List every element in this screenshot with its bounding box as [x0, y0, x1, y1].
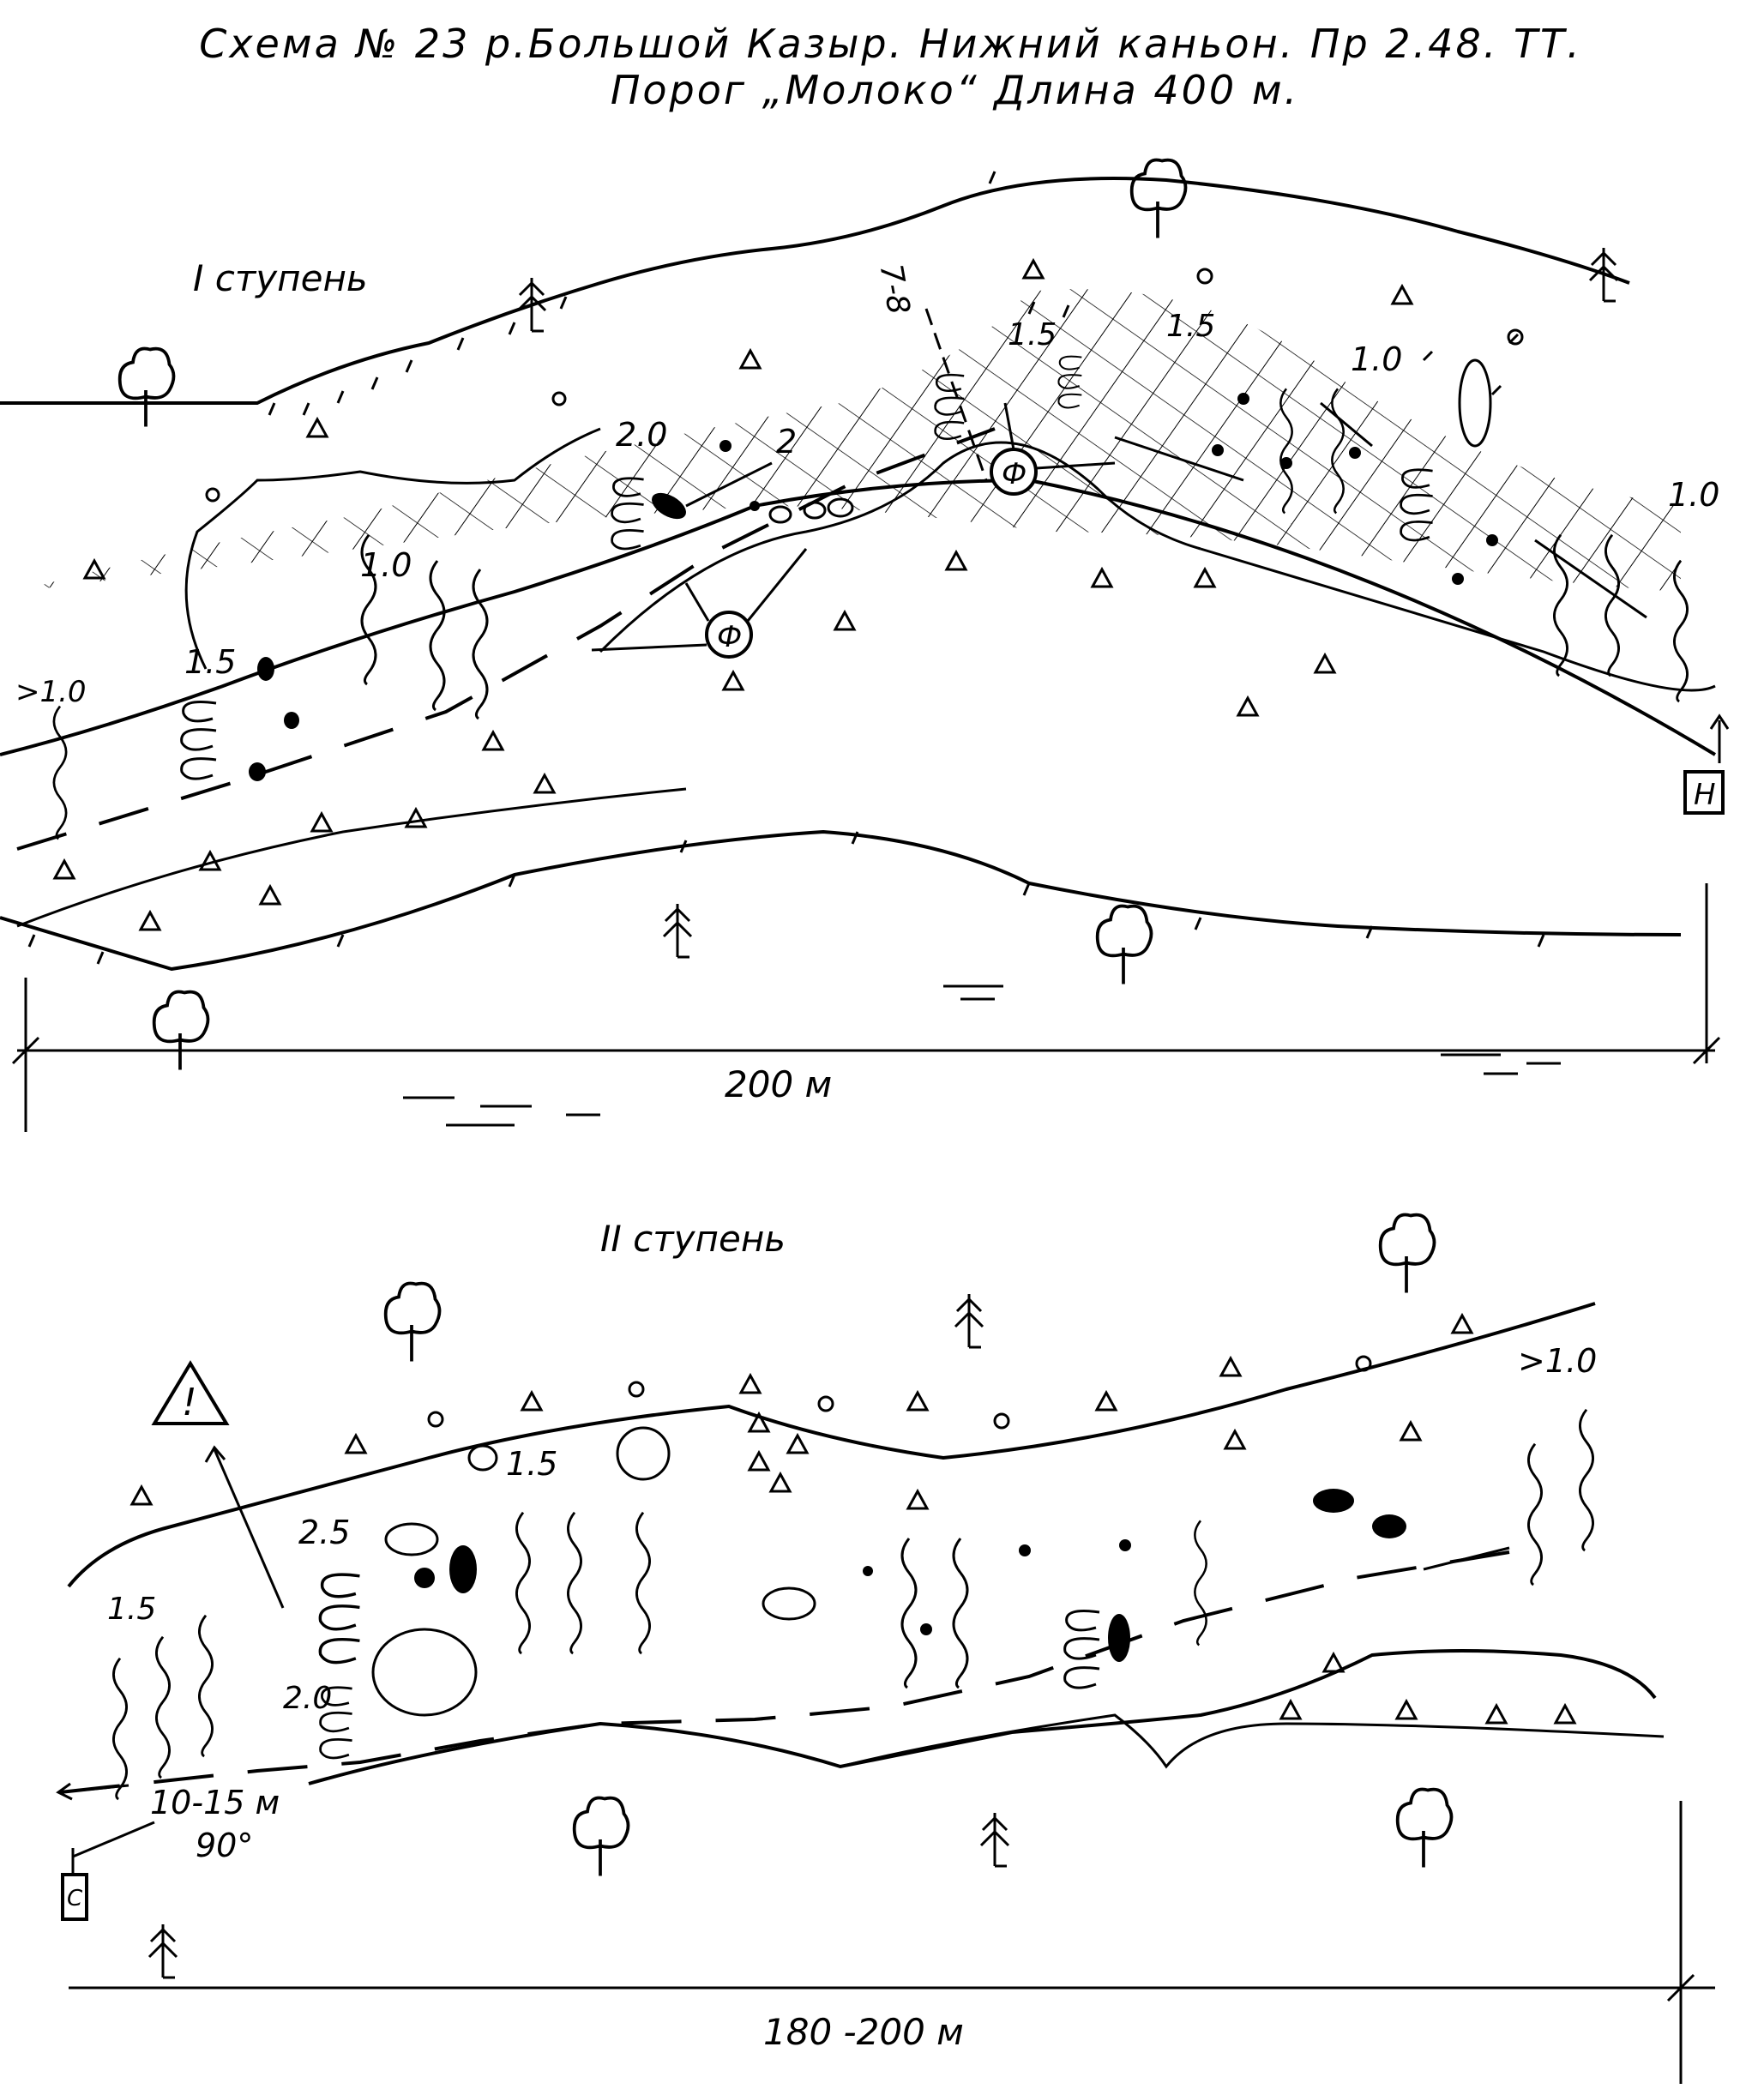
conifer-tree-icon: [148, 1923, 178, 1979]
deciduous-tree-icon: [152, 990, 210, 1072]
wave-icon: [429, 559, 446, 712]
stage1-rocks: [249, 393, 1498, 781]
depth-label: 1.0: [1668, 476, 1719, 514]
scheme-subtitle: Порог „Молоко“ Длина 400 м.: [610, 67, 1300, 113]
stage1-top-bank: [0, 177, 1630, 406]
start-marker: [61, 1873, 88, 1921]
depth-label: 1.0: [360, 546, 412, 584]
stage2-bottom-bank: [308, 1649, 1657, 1785]
water-marks: [403, 984, 1561, 1127]
stage1-section-line: [924, 308, 988, 481]
pebble-circle-icon: [205, 268, 1524, 503]
stage1-bottom-ticks: [27, 831, 1545, 965]
drop-height-label: 10-15 м: [150, 1784, 280, 1821]
conifer-tree-icon: [979, 1811, 1010, 1868]
wave-icon: [635, 1511, 652, 1655]
deciduous-tree-icon: [1129, 158, 1188, 240]
depth-label: 1.5: [1008, 317, 1057, 352]
depth-label: 2.5: [298, 1514, 350, 1551]
stage1-ridge-line: [599, 441, 1201, 653]
depth-label: 1.5: [1166, 309, 1215, 344]
depth-label: 1.5: [184, 643, 236, 681]
deciduous-tree-icon: [117, 346, 176, 429]
conifer-tree-icon: [516, 276, 547, 333]
svg-text:Ф: Ф: [717, 620, 742, 654]
whirlpool-icon: [1063, 1610, 1101, 1689]
stage1-route-line: [16, 427, 996, 851]
stage2-river-map: !: [56, 1213, 1715, 2084]
hatched-rock-outcrop: [17, 289, 1681, 592]
depth-label: 2: [776, 423, 797, 461]
wave-icon: [515, 1511, 532, 1655]
deciduous-tree-icon: [572, 1796, 630, 1878]
wave-icon: [1193, 1519, 1208, 1647]
arrow-icon: [685, 401, 1730, 763]
stage1-pebbles: [768, 358, 1492, 524]
section-label: 7-8: [873, 262, 917, 317]
depth-label: 2.0: [616, 416, 667, 454]
depth-label: 1.5: [506, 1445, 557, 1483]
end-marker-label: Н: [1694, 778, 1716, 812]
conifer-tree-icon: [954, 1292, 984, 1349]
scheme-title: Схема № 23 р.Большой Казыр. Нижний каньо…: [199, 21, 1582, 67]
warning-icon: !: [151, 1360, 230, 1425]
stage1-channel-line: [0, 478, 1717, 756]
deciduous-tree-icon: [1378, 1213, 1436, 1295]
depth-label: 1.5: [107, 1592, 156, 1627]
stage1-river-map: 7-8: [0, 158, 1730, 1132]
whirlpool-icon: [318, 1573, 362, 1665]
stage2-inner-bank: [840, 1713, 1665, 1769]
wave-icon: [52, 705, 68, 840]
svg-text:!: !: [182, 1381, 197, 1424]
stage1-bay-line: [184, 427, 601, 670]
stage2-heading: II ступень: [600, 1218, 786, 1260]
conifer-tree-icon: [1588, 246, 1619, 303]
depth-label: >1.0: [15, 675, 87, 709]
pebble-circle-icon: [427, 1355, 1372, 1430]
wave-icon: [111, 1657, 129, 1801]
wave-icon: [197, 1614, 214, 1758]
deciduous-tree-icon: [1095, 904, 1153, 986]
wave-icon: [952, 1537, 969, 1689]
depth-label: 2.0: [283, 1681, 332, 1716]
conifer-tree-icon: [662, 902, 693, 959]
wave-icon: [1578, 1408, 1595, 1552]
end-marker: [1683, 770, 1725, 815]
whirlpool-icon: [179, 700, 218, 781]
depth-label: 1.0: [1351, 340, 1402, 378]
wave-icon: [472, 568, 489, 720]
stage1-bottom-bank: [0, 829, 1682, 972]
stage1-bank-ticks: [268, 171, 1520, 416]
depth-label: >1.0: [1518, 1342, 1597, 1380]
deciduous-tree-icon: [383, 1281, 442, 1364]
stage2-scale-label: 180 -200 м: [763, 2011, 964, 2053]
svg-text:Ф: Ф: [1002, 457, 1026, 491]
arrow-icon: [56, 1445, 1510, 1801]
wave-icon: [154, 1635, 172, 1779]
wave-icon: [900, 1537, 918, 1689]
stage2-outlined-rocks: [371, 1426, 816, 1717]
stage1-scale-label: 200 м: [725, 1063, 833, 1105]
stage2-top-bank: [67, 1302, 1596, 1588]
stage1-bottom-bank-inner: [16, 787, 687, 928]
photo-point-icon: Ф: [591, 548, 808, 659]
stage1-heading: I ступень: [193, 257, 368, 299]
stage2-rocks: [414, 1489, 1406, 1662]
stage1-right-bank-upper: [1200, 547, 1716, 692]
photo-point-icon: Ф: [990, 402, 1116, 496]
wave-icon: [1526, 1442, 1544, 1586]
deciduous-tree-icon: [1395, 1787, 1454, 1869]
drop-angle-label: 90°: [196, 1827, 253, 1864]
wave-icon: [566, 1511, 583, 1655]
stage2-route-line: [59, 1550, 1510, 1794]
start-marker-label: С: [67, 1886, 83, 1911]
